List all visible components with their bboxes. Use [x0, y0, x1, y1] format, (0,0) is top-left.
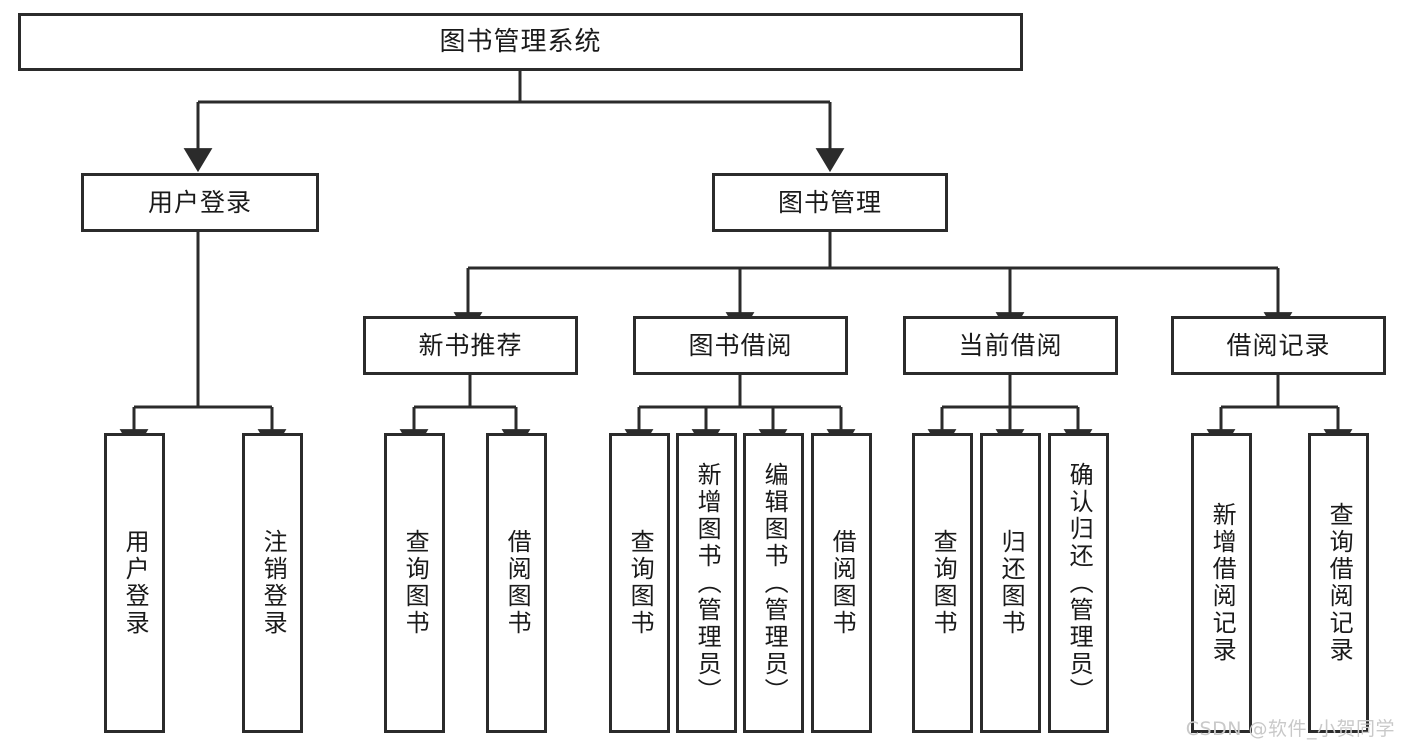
leaf-newbook-borrow-books[interactable]: 借阅图书 [486, 433, 547, 733]
leaf-label: 确认归还（管理员） [1065, 461, 1094, 705]
leaf-label: 查询图书 [401, 529, 430, 637]
leaf-records-add-record[interactable]: 新增借阅记录 [1191, 433, 1252, 733]
leaf-bookborrow-borrow-books[interactable]: 借阅图书 [811, 433, 872, 733]
node-label: 借阅记录 [1226, 330, 1331, 360]
leaf-label: 新增借阅记录 [1208, 502, 1237, 664]
node-new-book-recommend[interactable]: 新书推荐 [363, 316, 578, 375]
leaf-label: 归还图书 [997, 529, 1026, 637]
leaf-label: 编辑图书（管理员） [760, 461, 789, 705]
leaf-label: 查询图书 [929, 529, 958, 637]
leaf-bookborrow-query-books[interactable]: 查询图书 [609, 433, 670, 733]
node-label: 新书推荐 [418, 330, 523, 360]
node-label: 用户登录 [147, 187, 252, 217]
leaf-currentborrow-query-books[interactable]: 查询图书 [912, 433, 973, 733]
node-label: 图书借阅 [688, 330, 793, 360]
leaf-bookborrow-edit-book-admin[interactable]: 编辑图书（管理员） [743, 433, 804, 733]
node-current-borrow[interactable]: 当前借阅 [903, 316, 1118, 375]
node-root-library-system[interactable]: 图书管理系统 [18, 13, 1023, 71]
leaf-label: 新增图书（管理员） [693, 461, 722, 705]
leaf-records-query-record[interactable]: 查询借阅记录 [1308, 433, 1369, 733]
leaf-currentborrow-confirm-return-admin[interactable]: 确认归还（管理员） [1048, 433, 1109, 733]
leaf-label: 查询图书 [626, 529, 655, 637]
leaf-label: 注销登录 [259, 529, 288, 637]
leaf-bookborrow-add-book-admin[interactable]: 新增图书（管理员） [676, 433, 737, 733]
node-label: 当前借阅 [958, 330, 1063, 360]
leaf-label: 借阅图书 [828, 529, 857, 637]
leaf-user-login-signout[interactable]: 注销登录 [242, 433, 303, 733]
node-label: 图书管理系统 [439, 26, 602, 57]
node-book-management[interactable]: 图书管理 [712, 173, 948, 232]
leaf-label: 查询借阅记录 [1325, 502, 1354, 664]
leaf-label: 借阅图书 [503, 529, 532, 637]
leaf-label: 用户登录 [121, 529, 150, 637]
leaf-currentborrow-return-books[interactable]: 归还图书 [980, 433, 1041, 733]
leaf-newbook-query-books[interactable]: 查询图书 [384, 433, 445, 733]
leaf-user-login-signin[interactable]: 用户登录 [104, 433, 165, 733]
node-user-login[interactable]: 用户登录 [81, 173, 319, 232]
node-book-borrow[interactable]: 图书借阅 [633, 316, 848, 375]
node-label: 图书管理 [777, 187, 882, 217]
node-borrow-records[interactable]: 借阅记录 [1171, 316, 1386, 375]
